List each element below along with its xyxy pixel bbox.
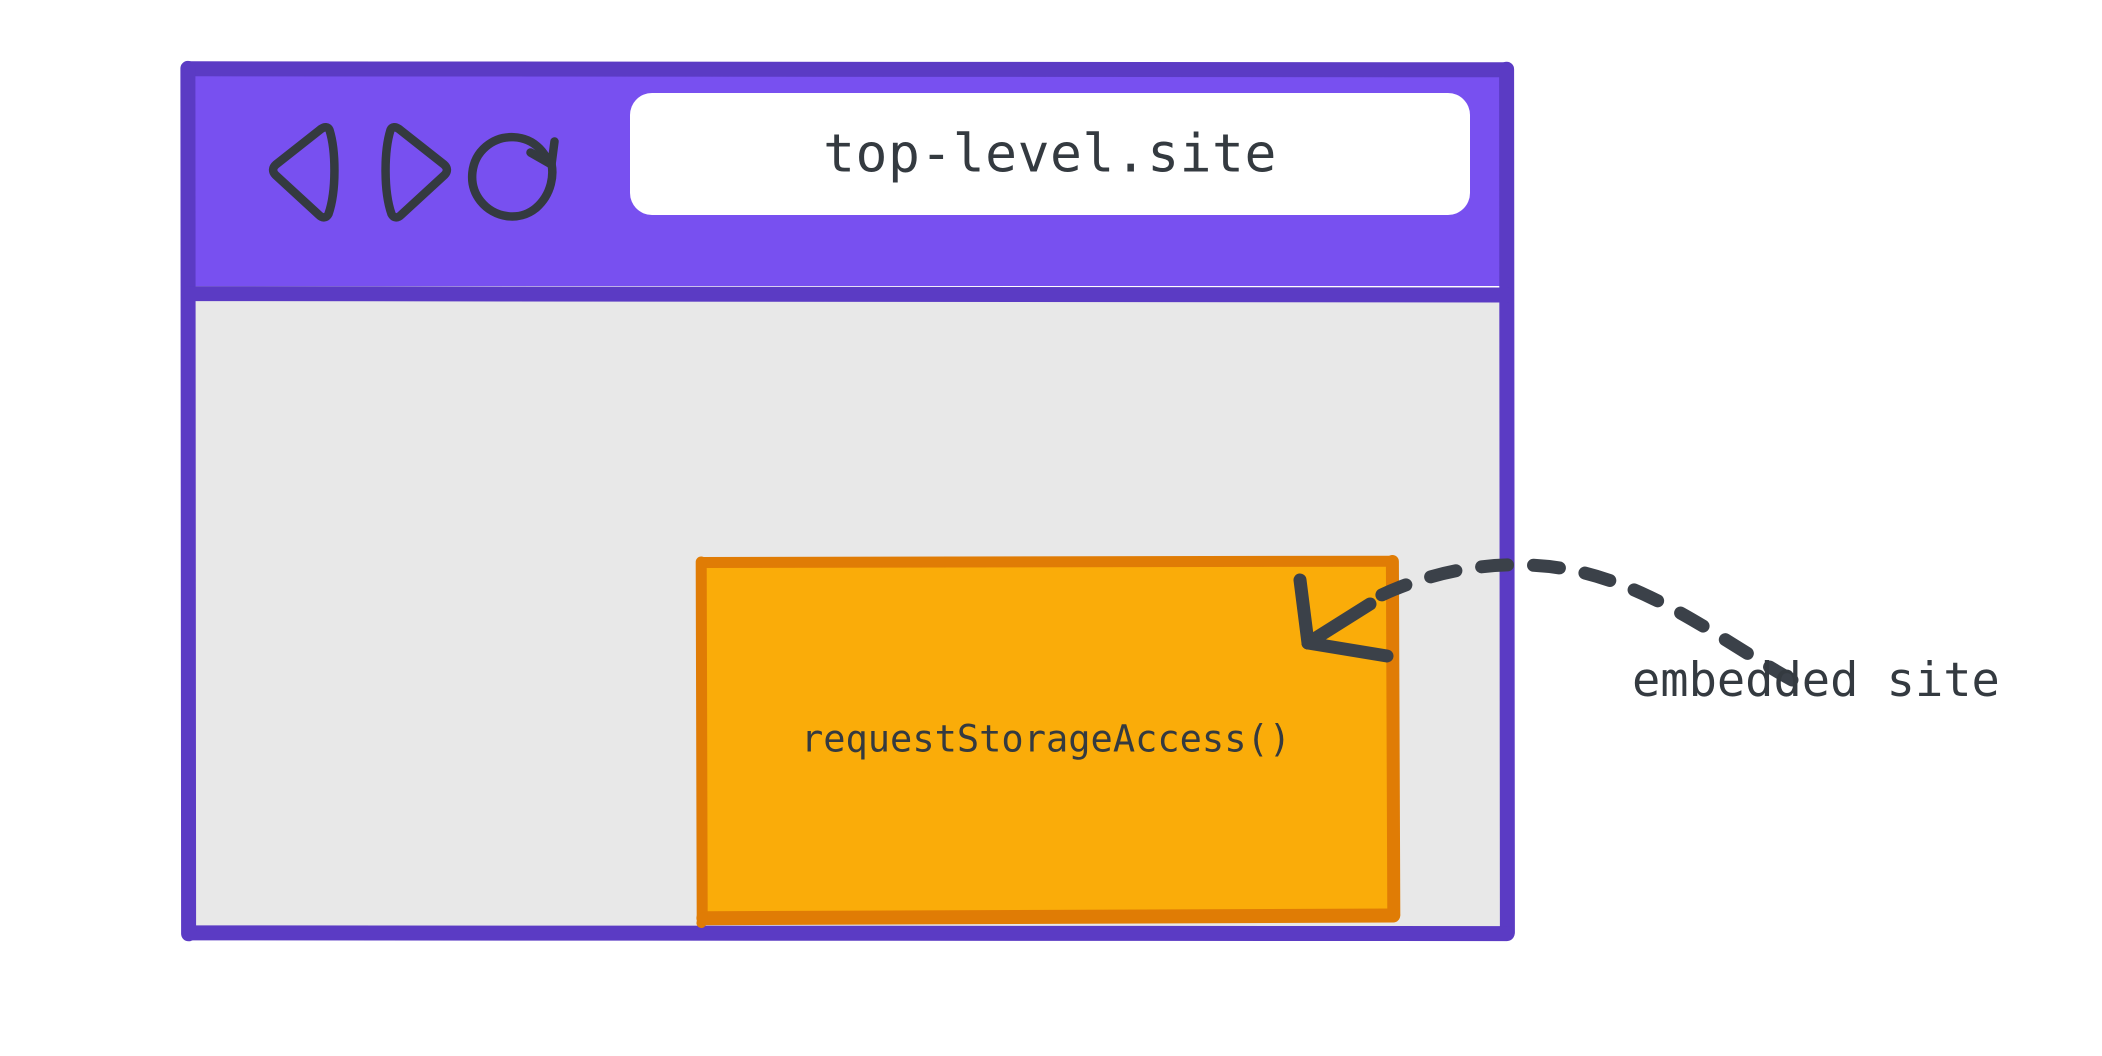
address-bar-value: top-level.site xyxy=(823,123,1277,185)
forward-icon xyxy=(381,123,452,222)
back-button[interactable] xyxy=(266,117,350,227)
embedded-iframe: requestStorageAccess() xyxy=(695,555,1401,928)
reload-icon xyxy=(467,132,559,221)
annotation-label: embedded site xyxy=(1632,653,2000,708)
browser-window: top-level.site xyxy=(180,60,1515,942)
browser-nav-controls xyxy=(266,117,586,227)
address-bar[interactable]: top-level.site xyxy=(630,93,1470,215)
back-icon xyxy=(268,123,339,222)
forward-button[interactable] xyxy=(370,117,454,227)
embedded-iframe-fill xyxy=(702,563,1390,915)
reload-button[interactable] xyxy=(466,117,559,227)
embedded-iframe-label: requestStorageAccess() xyxy=(800,717,1292,761)
